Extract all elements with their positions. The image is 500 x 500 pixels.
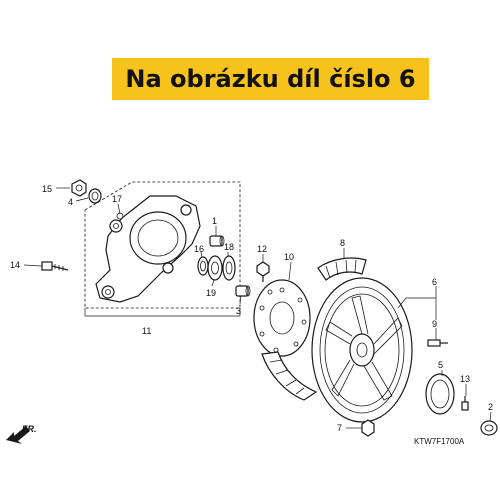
label-part-10: 10 (284, 252, 294, 262)
label-part-15: 15 (42, 184, 52, 194)
caliper-bracket (95, 195, 201, 303)
bolt (256, 261, 270, 282)
collar (209, 235, 225, 247)
bearing (222, 255, 236, 281)
caliper-bracket-frame (84, 181, 241, 317)
bolt (41, 261, 69, 271)
dust-seal (197, 256, 209, 276)
label-part-18: 18 (224, 242, 234, 252)
final-driven-gear (425, 373, 455, 415)
label-part-8: 8 (340, 238, 345, 248)
tire (261, 257, 367, 401)
bearing (207, 255, 223, 281)
label-part-11: 11 (142, 326, 151, 336)
collar (88, 188, 102, 204)
label-part-19: 19 (206, 288, 216, 298)
leader-lines (23, 187, 492, 429)
label-part-12: 12 (257, 244, 267, 254)
label-part-2: 2 (488, 402, 493, 412)
front-direction-arrow: FR. (6, 424, 37, 444)
label-part-3: 3 (236, 306, 241, 316)
label-part-9: 9 (432, 319, 437, 329)
brake-disc (253, 279, 311, 357)
label-part-5: 5 (438, 360, 443, 370)
air-valve (427, 339, 448, 347)
label-part-1: 1 (212, 216, 217, 226)
front-direction-label: FR. (22, 424, 37, 434)
label-part-4: 4 (68, 197, 73, 207)
label-part-13: 13 (460, 374, 470, 384)
bolt (461, 396, 469, 411)
axle-cap (480, 420, 498, 436)
part-number-labels: 1 2 3 4 5 6 7 8 9 10 11 12 13 14 15 16 1… (10, 184, 493, 433)
diagram-code: KTW7F1700A (414, 437, 465, 446)
axle-nut (361, 419, 375, 437)
label-part-16: 16 (194, 244, 204, 254)
nut (71, 179, 87, 197)
part-number-banner: Na obrázku díl číslo 6 (112, 58, 429, 100)
label-part-17: 17 (112, 194, 122, 204)
banner-text: Na obrázku díl číslo 6 (125, 65, 416, 93)
label-part-6: 6 (432, 277, 437, 287)
label-part-7: 7 (337, 423, 342, 433)
collar (235, 285, 251, 297)
rear-wheel (311, 277, 413, 423)
label-part-14: 14 (10, 260, 20, 270)
